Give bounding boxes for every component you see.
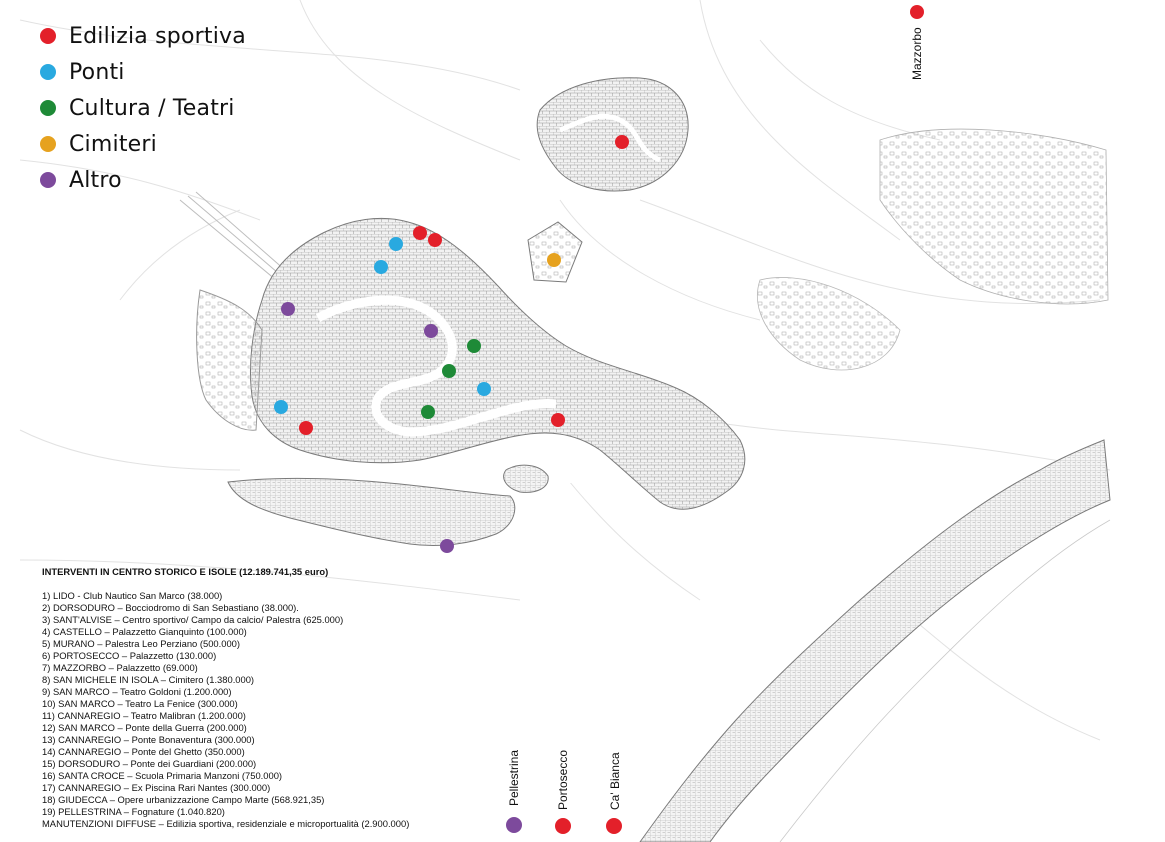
label-pellestrina: Pellestrina (507, 749, 521, 806)
list-item: 19) PELLESTRINA – Fognature (1.040.820) (42, 806, 225, 817)
interventions-items: 1) LIDO - Club Nautico San Marco (38.000… (42, 590, 409, 830)
marker-altro-giudecca[interactable] (440, 539, 454, 553)
murano-island (536, 77, 689, 192)
san-michele-island (527, 221, 583, 283)
dot-ca-bianca[interactable] (606, 818, 622, 834)
interventions-list: INTERVENTI IN CENTRO STORICO E ISOLE (12… (42, 566, 409, 830)
historic-centre (250, 217, 746, 510)
marker-ponti-1[interactable] (389, 237, 403, 251)
vignole-island (757, 277, 901, 371)
map-legend: Edilizia sportiva Ponti Cultura / Teatri… (40, 18, 246, 198)
legend-item-edilizia-sportiva: Edilizia sportiva (40, 18, 246, 54)
sant-erasmo-island (879, 128, 1109, 305)
port-area (196, 289, 263, 431)
legend-item-altro: Altro (40, 162, 246, 198)
legend-label: Altro (69, 167, 122, 193)
list-item: 4) CASTELLO – Palazzetto Gianquinto (100… (42, 626, 247, 637)
legend-label: Edilizia sportiva (69, 23, 246, 49)
lido-island (639, 439, 1111, 842)
marker-cultura-3[interactable] (421, 405, 435, 419)
list-item: 16) SANTA CROCE – Scuola Primaria Manzon… (42, 770, 283, 781)
list-item: 5) MURANO – Palestra Leo Perziano (500.0… (42, 638, 241, 649)
red-dot-icon (40, 28, 56, 44)
label-ca-bianca: Ca' Bianca (608, 752, 622, 810)
list-item: 7) MAZZORBO – Palazzetto (69.000) (42, 662, 198, 673)
list-item: 11) CANNAREGIO – Teatro Malibran (1.200.… (42, 710, 246, 721)
list-item: 10) SAN MARCO – Teatro La Fenice (300.00… (42, 698, 238, 709)
marker-cultura-1[interactable] (467, 339, 481, 353)
dot-pellestrina[interactable] (506, 817, 522, 833)
legend-label: Cultura / Teatri (69, 95, 235, 121)
list-item: 12) SAN MARCO – Ponte della Guerra (200.… (42, 722, 247, 733)
lido-coast (779, 519, 1111, 842)
list-item: 13) CANNAREGIO – Ponte Bonaventura (300.… (42, 734, 255, 745)
legend-label: Ponti (69, 59, 125, 85)
legend-item-cultura-teatri: Cultura / Teatri (40, 90, 246, 126)
list-item: 8) SAN MICHELE IN ISOLA – Cimitero (1.38… (42, 674, 255, 685)
blue-dot-icon (40, 64, 56, 80)
list-item: 15) DORSODURO – Ponte dei Guardiani (200… (42, 758, 257, 769)
marker-sportiva-cannaregio-1[interactable] (413, 226, 427, 240)
marker-sportiva-cannaregio-2[interactable] (428, 233, 442, 247)
list-item: MANUTENZIONI DIFFUSE – Edilizia sportiva… (42, 818, 410, 829)
purple-dot-icon (40, 172, 56, 188)
list-item: 14) CANNAREGIO – Ponte del Ghetto (350.0… (42, 746, 245, 757)
marker-sportiva-mazzorbo[interactable] (910, 5, 924, 19)
marker-ponti-3[interactable] (477, 382, 491, 396)
legend-label: Cimiteri (69, 131, 157, 157)
list-item: 18) GIUDECCA – Opere urbanizzazione Camp… (42, 794, 325, 805)
marker-ponti-4[interactable] (274, 400, 288, 414)
orange-dot-icon (40, 136, 56, 152)
dot-portosecco[interactable] (555, 818, 571, 834)
grand-canal (315, 295, 557, 437)
marker-ponti-2[interactable] (374, 260, 388, 274)
list-item: 17) CANNAREGIO – Ex Piscina Rari Nantes … (42, 782, 271, 793)
marker-cultura-2[interactable] (442, 364, 456, 378)
marker-sportiva-murano[interactable] (615, 135, 629, 149)
legend-item-ponti: Ponti (40, 54, 246, 90)
giudecca-island (227, 477, 516, 546)
list-item: 9) SAN MARCO – Teatro Goldoni (1.200.000… (42, 686, 232, 697)
marker-altro-1[interactable] (281, 302, 295, 316)
murano-canal (559, 113, 662, 163)
marker-altro-2[interactable] (424, 324, 438, 338)
label-mazzorbo: Mazzorbo (910, 27, 924, 80)
san-giorgio-island (503, 464, 549, 493)
list-item: 6) PORTOSECCO – Palazzetto (130.000) (42, 650, 217, 661)
list-item: 1) LIDO - Club Nautico San Marco (38.000… (42, 590, 223, 601)
list-item: 2) DORSODURO – Bocciodromo di San Sebast… (42, 602, 299, 613)
legend-item-cimiteri: Cimiteri (40, 126, 246, 162)
list-item: 3) SANT'ALVISE – Centro sportivo/ Campo … (42, 614, 344, 625)
marker-cimiteri-san-michele[interactable] (547, 253, 561, 267)
green-dot-icon (40, 100, 56, 116)
marker-sportiva-dorsoduro[interactable] (299, 421, 313, 435)
label-portosecco: Portosecco (556, 749, 570, 810)
marker-sportiva-castello[interactable] (551, 413, 565, 427)
interventions-title: INTERVENTI IN CENTRO STORICO E ISOLE (12… (42, 566, 329, 577)
